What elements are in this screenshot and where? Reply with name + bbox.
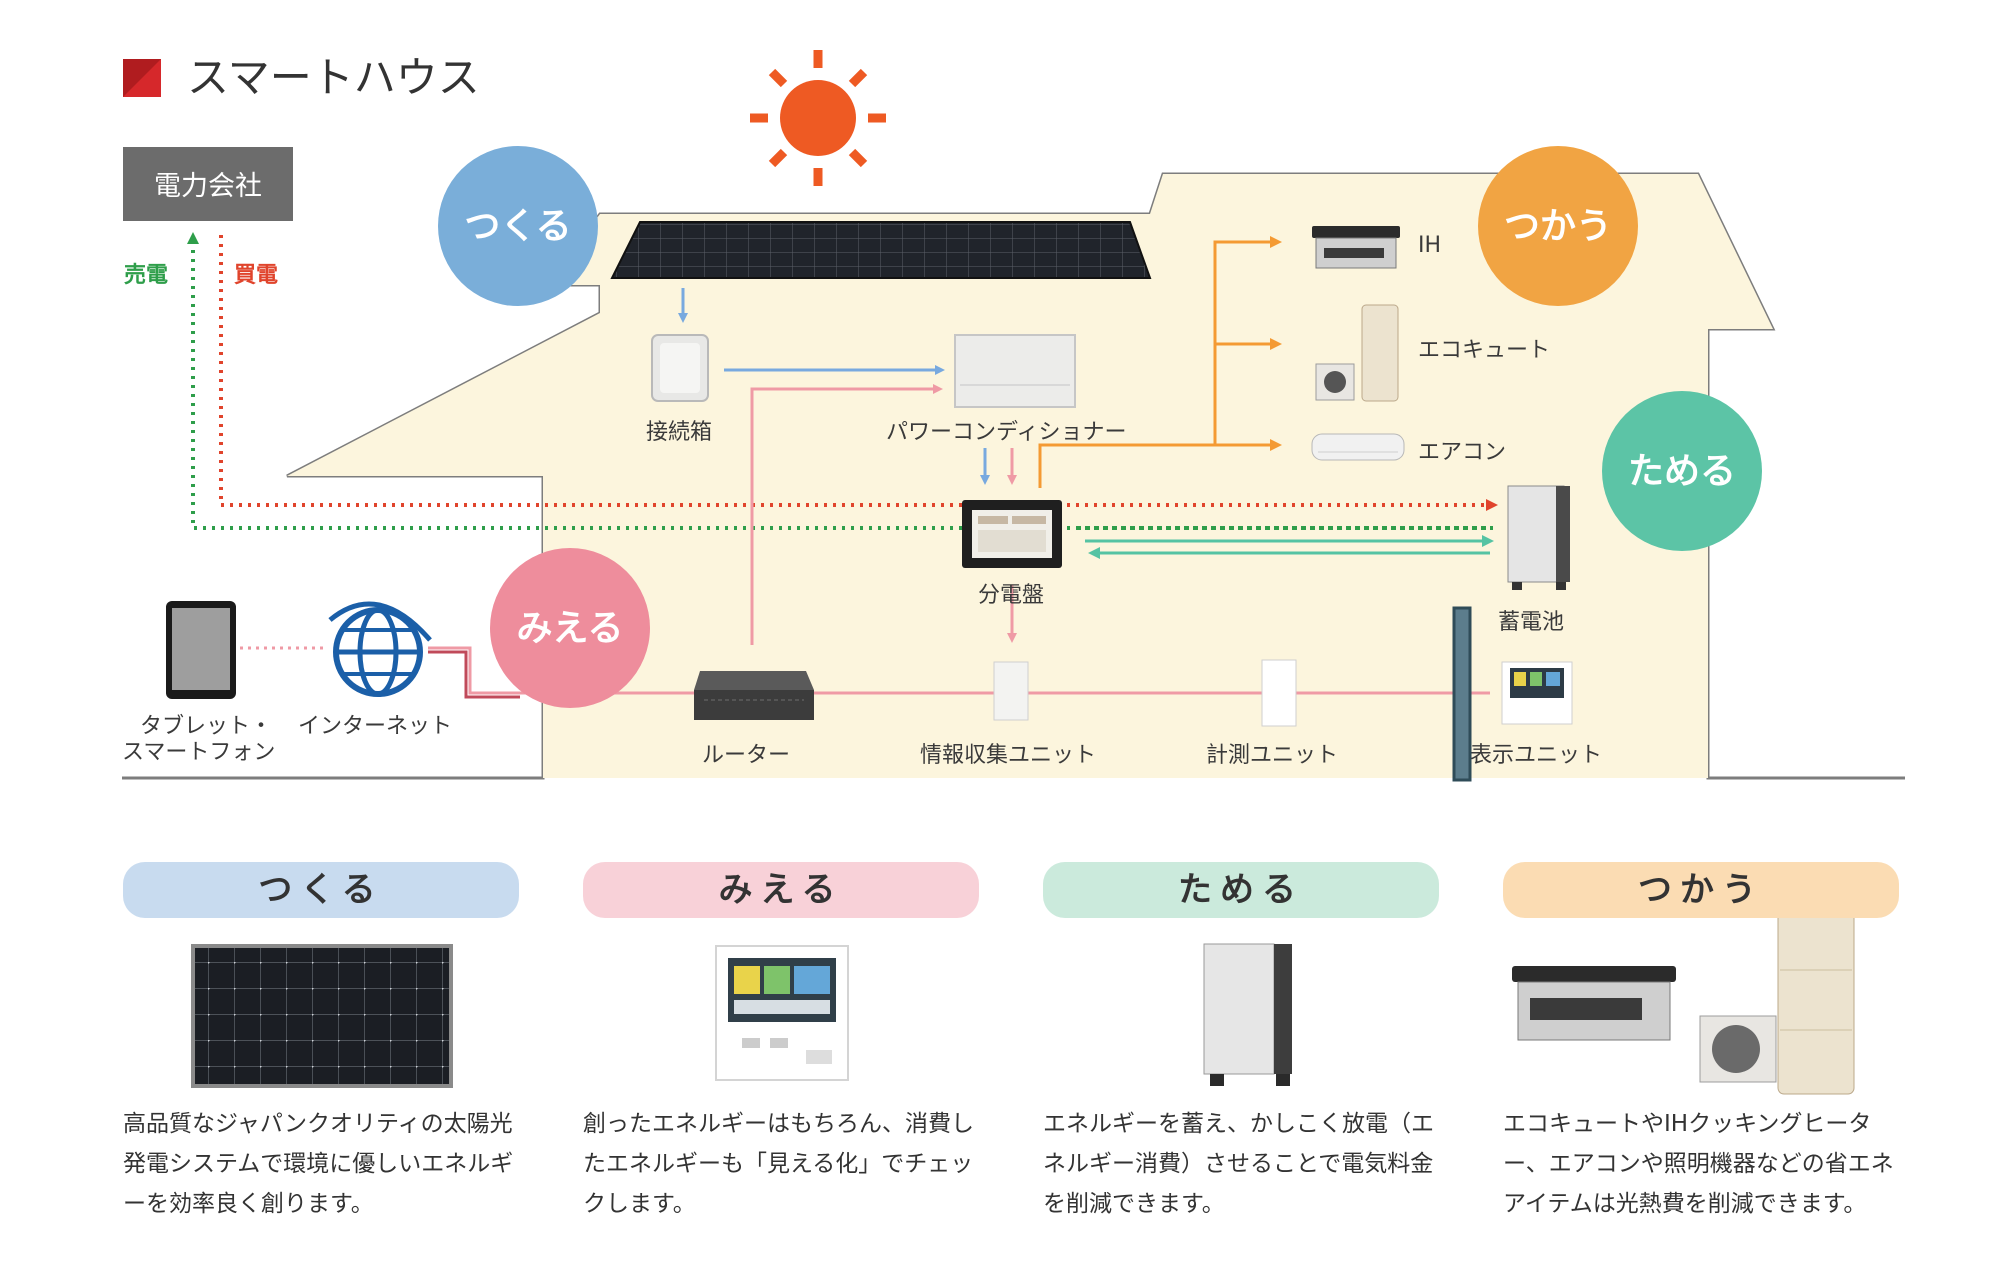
- aircon-label: エアコン: [1418, 440, 1507, 465]
- info-collection-unit-label: 情報収集ユニット: [920, 743, 1097, 768]
- power-conditioner-icon: [954, 334, 1076, 408]
- power-company-label: 電力会社: [154, 171, 262, 202]
- tablet-label-line1: タブレット・: [140, 714, 273, 739]
- display-unit-label: 表示ユニット: [1470, 743, 1603, 768]
- category-tsukuru-header: つくる: [123, 862, 519, 918]
- meter-unit-icon: [1261, 659, 1297, 727]
- svg-text:つくる: つくる: [464, 206, 571, 247]
- tablet-label-line2: スマートフォン: [122, 740, 276, 765]
- roof-solar-panel: [610, 221, 1152, 279]
- battery-label: 蓄電池: [1498, 610, 1565, 635]
- page-title: スマートハウス: [187, 53, 480, 102]
- ecocute-label: エコキュート: [1418, 338, 1551, 363]
- mieru-circle: みえる: [490, 548, 650, 708]
- meter-unit-label: 計測ユニット: [1206, 743, 1339, 768]
- junction-box-icon: [651, 334, 709, 402]
- category-mieru-description: 創ったエネルギーはもちろん、消費したエネルギーも「見える化」でチェックします。: [583, 1111, 974, 1217]
- power-company-box: [123, 147, 293, 221]
- aircon-icon: [1311, 433, 1405, 461]
- distribution-board-label: 分電盤: [978, 583, 1045, 608]
- tsukuru-circle: つくる: [438, 146, 598, 306]
- display-unit-icon: [1501, 661, 1573, 725]
- svg-text:つかう: つかう: [1504, 206, 1612, 247]
- buy-label: 買電: [234, 263, 278, 288]
- power-conditioner-label: パワーコンディショナー: [886, 420, 1127, 445]
- house-interior: [287, 174, 1773, 778]
- sun-icon: [750, 50, 886, 186]
- sell-label: 売電: [124, 262, 168, 288]
- tablet-smartphone-icon: [166, 601, 236, 699]
- internet-globe-icon: [328, 601, 432, 697]
- router-label: ルーター: [702, 743, 791, 768]
- storage-battery-image: [1203, 943, 1292, 1086]
- category-tsukau-description: エコキュートやIHクッキングヒーター、エアコンや照明機器などの省エネアイテムは光…: [1503, 1111, 1894, 1217]
- internet-label: インターネット: [298, 714, 453, 739]
- info-collection-unit-icon: [993, 661, 1029, 721]
- ih-cooker-icon: [1312, 226, 1400, 269]
- svg-text:みえる: みえる: [517, 608, 624, 649]
- exterior-wall-bar: [1452, 606, 1472, 782]
- tsukau-circle: つかう: [1478, 146, 1638, 306]
- storage-battery-icon: [1507, 485, 1570, 590]
- tameru-circle: ためる: [1602, 391, 1762, 551]
- solar-panel-image: [191, 944, 453, 1088]
- junction-box-label: 接続箱: [646, 420, 713, 445]
- category-tsukuru-description: 高品質なジャパンクオリティの太陽光発電システムで環境に優しいエネルギーを効率良く…: [123, 1111, 514, 1217]
- buy-power-line: [219, 230, 1493, 507]
- svg-text:ためる: ためる: [1628, 451, 1736, 492]
- ih-label: IH: [1418, 233, 1442, 258]
- router-icon: [694, 671, 814, 720]
- ecocute-icon: [1315, 304, 1399, 402]
- network-line: [428, 646, 1490, 695]
- distribution-board-icon: [962, 500, 1062, 568]
- appliances-image: [1512, 899, 1855, 1095]
- category-tsukau-header: つかう: [1503, 862, 1899, 918]
- category-tameru-description: エネルギーを蓄え、かしこく放電（エネルギー消費）させることで電気料金を削減できま…: [1043, 1111, 1434, 1217]
- category-tameru-header: ためる: [1043, 862, 1439, 918]
- category-mieru-header: みえる: [583, 862, 979, 918]
- display-unit-image: [715, 945, 849, 1081]
